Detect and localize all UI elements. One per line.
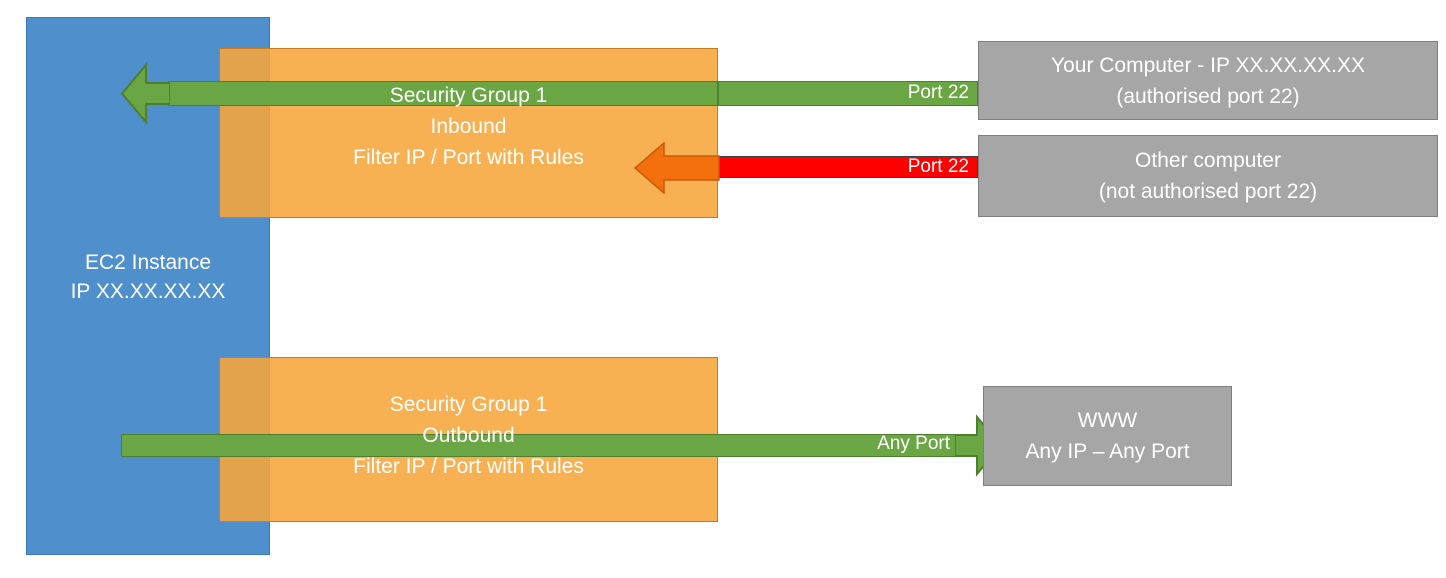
www-box: WWW Any IP – Any Port [983,386,1232,486]
your-computer-box: Your Computer - IP XX.XX.XX.XX (authoris… [978,41,1438,120]
allowed-inbound-arrow-shaft [168,81,718,106]
allowed-inbound-arrow-head-icon [120,62,170,125]
blocked-port-22-label: Port 22 [907,156,969,177]
outbound-arrow-head-icon [955,414,1003,477]
allowed-port-22-bar: Port 22 [718,81,978,106]
security-group-inbound-box [219,48,718,218]
other-computer-line2: (not authorised port 22) [1098,180,1318,203]
outbound-arrow-shaft [121,434,961,457]
www-line2: Any IP – Any Port [1025,440,1190,463]
other-computer-box: Other computer (not authorised port 22) [978,135,1438,217]
allowed-port-22-label: Port 22 [907,82,969,103]
blocked-traffic-arrow-icon [634,142,720,194]
other-computer-line1: Other computer [1135,149,1281,172]
your-computer-line2: (authorised port 22) [1116,84,1300,108]
www-line1: WWW [1077,409,1138,432]
blocked-port-22-bar: Port 22 [718,156,978,178]
your-computer-line1: Your Computer - IP XX.XX.XX.XX [1051,53,1365,77]
